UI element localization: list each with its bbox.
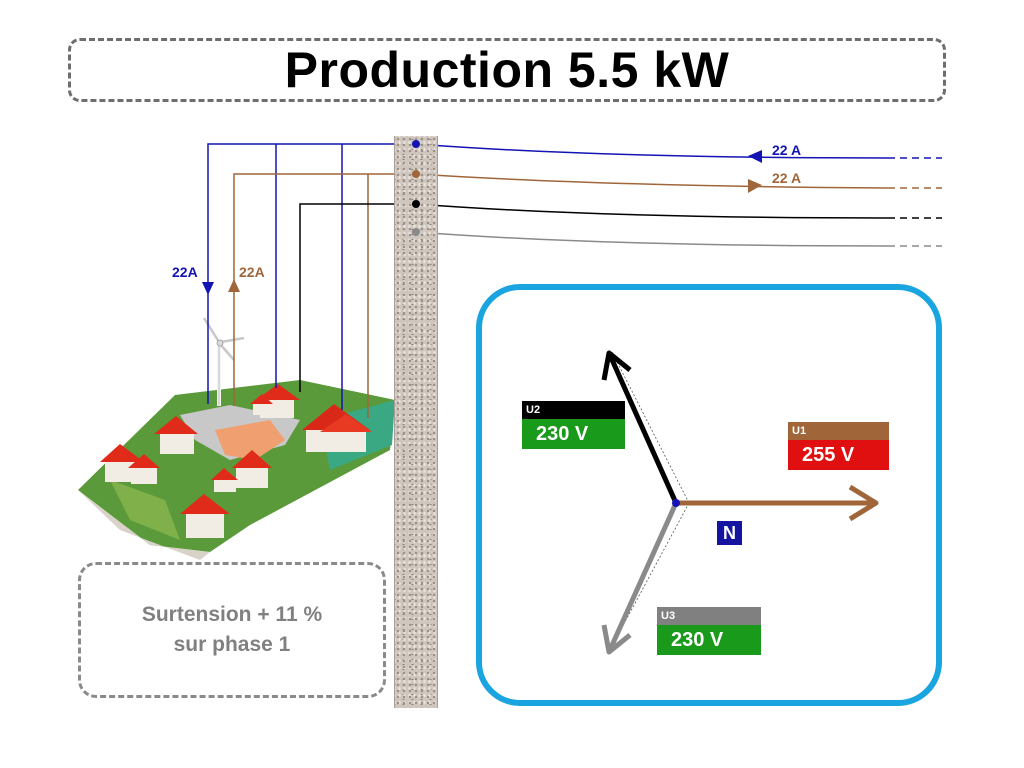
house bbox=[180, 494, 230, 538]
reference-dashed-line bbox=[611, 502, 690, 647]
voltage-label-u1: U1 255 V bbox=[788, 422, 889, 470]
phasor-u2 bbox=[601, 350, 679, 505]
house bbox=[128, 454, 160, 484]
current-label-brown: 22 A bbox=[772, 170, 802, 186]
house bbox=[100, 444, 144, 482]
village-illustration bbox=[78, 380, 395, 560]
title-box: Production 5.5 kW bbox=[68, 38, 946, 102]
house bbox=[250, 394, 273, 415]
voltage-value: 255 V bbox=[788, 440, 889, 470]
neutral-badge: N bbox=[717, 521, 742, 545]
arrow-left-icon bbox=[748, 150, 762, 163]
black-phase-wire bbox=[299, 203, 942, 392]
connector-dot bbox=[412, 140, 420, 148]
house bbox=[211, 468, 238, 492]
voltage-label-header: U1 bbox=[788, 422, 889, 440]
connector-dot bbox=[412, 228, 420, 236]
overvoltage-note: Surtension + 11 % sur phase 1 bbox=[78, 562, 386, 698]
current-drop-label-blue: 22A bbox=[172, 264, 198, 280]
current-label-blue: 22 A bbox=[772, 142, 802, 158]
connector-dot bbox=[412, 170, 420, 178]
voltage-value: 230 V bbox=[522, 419, 625, 449]
phasor-u3 bbox=[601, 501, 679, 655]
reference-dashed-line bbox=[611, 351, 690, 504]
note-line-1: Surtension + 11 % bbox=[141, 603, 323, 626]
neutral-wire bbox=[415, 231, 942, 247]
voltage-label-header: U3 bbox=[657, 607, 761, 625]
wind-turbine-icon bbox=[202, 317, 245, 406]
voltage-label-u3: U3 230 V bbox=[657, 607, 761, 655]
brown-phase-wire bbox=[233, 173, 942, 418]
house bbox=[232, 450, 272, 488]
current-drop-label-brown: 22A bbox=[239, 264, 265, 280]
arrow-down-icon bbox=[202, 282, 214, 295]
voltage-value: 230 V bbox=[657, 625, 761, 655]
voltage-label-u2: U2 230 V bbox=[522, 401, 625, 449]
page-title: Production 5.5 kW bbox=[284, 42, 730, 98]
house bbox=[154, 416, 198, 454]
phasor-u1 bbox=[676, 484, 879, 522]
neutral-point bbox=[672, 499, 680, 507]
arrow-up-icon bbox=[228, 279, 240, 292]
connector-dot bbox=[412, 200, 420, 208]
house bbox=[302, 404, 372, 452]
note-line-2: sur phase 1 bbox=[173, 633, 291, 656]
arrow-right-icon bbox=[748, 179, 762, 193]
voltage-label-header: U2 bbox=[522, 401, 625, 419]
blue-phase-wire bbox=[207, 143, 942, 410]
